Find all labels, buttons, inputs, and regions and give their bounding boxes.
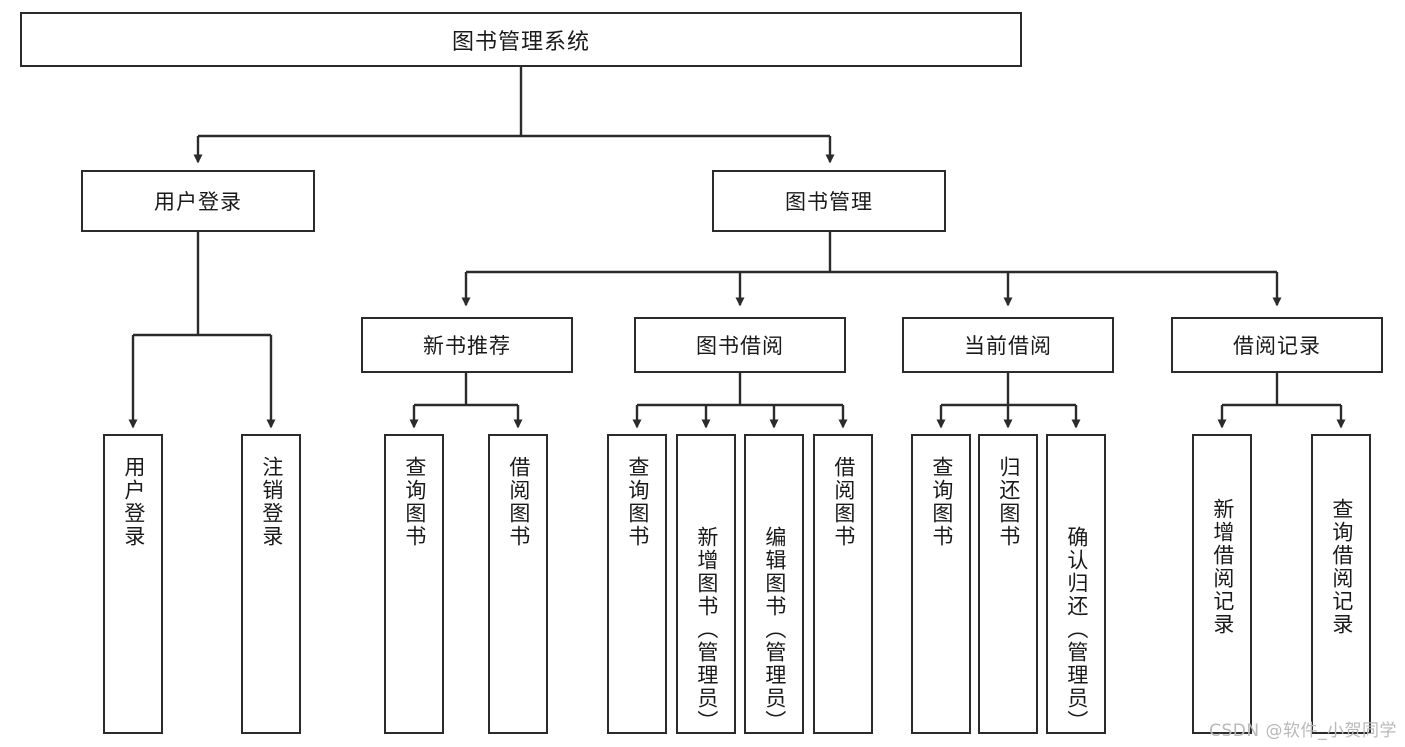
leaf-borrow-query-book[interactable]: 查询图书 — [607, 434, 667, 734]
node-label: 当前借阅 — [964, 334, 1052, 358]
watermark-text: CSDN @软件_小贺同学 — [1209, 721, 1397, 741]
leaf-label: 新增图书（管理员） — [694, 526, 719, 733]
node-book-management[interactable]: 图书管理 — [712, 170, 946, 232]
leaf-label: 查询借阅记录 — [1329, 498, 1354, 636]
node-book-borrow[interactable]: 图书借阅 — [634, 317, 846, 373]
leaf-record-add-record[interactable]: 新增借阅记录 — [1192, 434, 1252, 734]
node-label: 图书管理系统 — [451, 29, 590, 55]
node-root-system[interactable]: 图书管理系统 — [20, 12, 1022, 67]
leaf-current-return-book[interactable]: 归还图书 — [978, 434, 1038, 734]
node-label: 图书管理 — [785, 190, 873, 214]
leaf-user-login-login[interactable]: 用户登录 — [103, 434, 163, 734]
leaf-borrow-borrow-book[interactable]: 借阅图书 — [813, 434, 873, 734]
leaf-recommend-borrow-book[interactable]: 借阅图书 — [488, 434, 548, 734]
leaf-label: 新增借阅记录 — [1210, 498, 1235, 636]
leaf-borrow-edit-book-admin[interactable]: 编辑图书（管理员） — [744, 434, 804, 734]
leaf-label: 归还图书 — [996, 456, 1021, 548]
leaf-recommend-query-book[interactable]: 查询图书 — [384, 434, 444, 734]
node-label: 新书推荐 — [423, 334, 511, 358]
leaf-user-login-logout[interactable]: 注销登录 — [241, 434, 301, 734]
leaf-record-query-record[interactable]: 查询借阅记录 — [1311, 434, 1371, 734]
leaf-current-confirm-return-admin[interactable]: 确认归还（管理员） — [1046, 434, 1106, 734]
node-borrow-record[interactable]: 借阅记录 — [1171, 317, 1383, 373]
leaf-label: 查询图书 — [625, 456, 650, 548]
leaf-label: 确认归还（管理员） — [1064, 526, 1089, 733]
node-user-login[interactable]: 用户登录 — [81, 170, 315, 232]
node-label: 用户登录 — [154, 190, 242, 214]
node-new-book-recommend[interactable]: 新书推荐 — [361, 317, 573, 373]
leaf-label: 注销登录 — [259, 456, 284, 548]
leaf-label: 借阅图书 — [831, 456, 856, 548]
leaf-current-query-book[interactable]: 查询图书 — [911, 434, 971, 734]
leaf-label: 查询图书 — [402, 456, 427, 548]
leaf-label: 借阅图书 — [506, 456, 531, 548]
node-label: 借阅记录 — [1233, 334, 1321, 358]
leaf-label: 用户登录 — [121, 456, 146, 548]
leaf-label: 查询图书 — [929, 456, 954, 548]
leaf-label: 编辑图书（管理员） — [762, 526, 787, 733]
node-current-borrow[interactable]: 当前借阅 — [902, 317, 1114, 373]
leaf-borrow-add-book-admin[interactable]: 新增图书（管理员） — [676, 434, 736, 734]
node-label: 图书借阅 — [696, 334, 784, 358]
